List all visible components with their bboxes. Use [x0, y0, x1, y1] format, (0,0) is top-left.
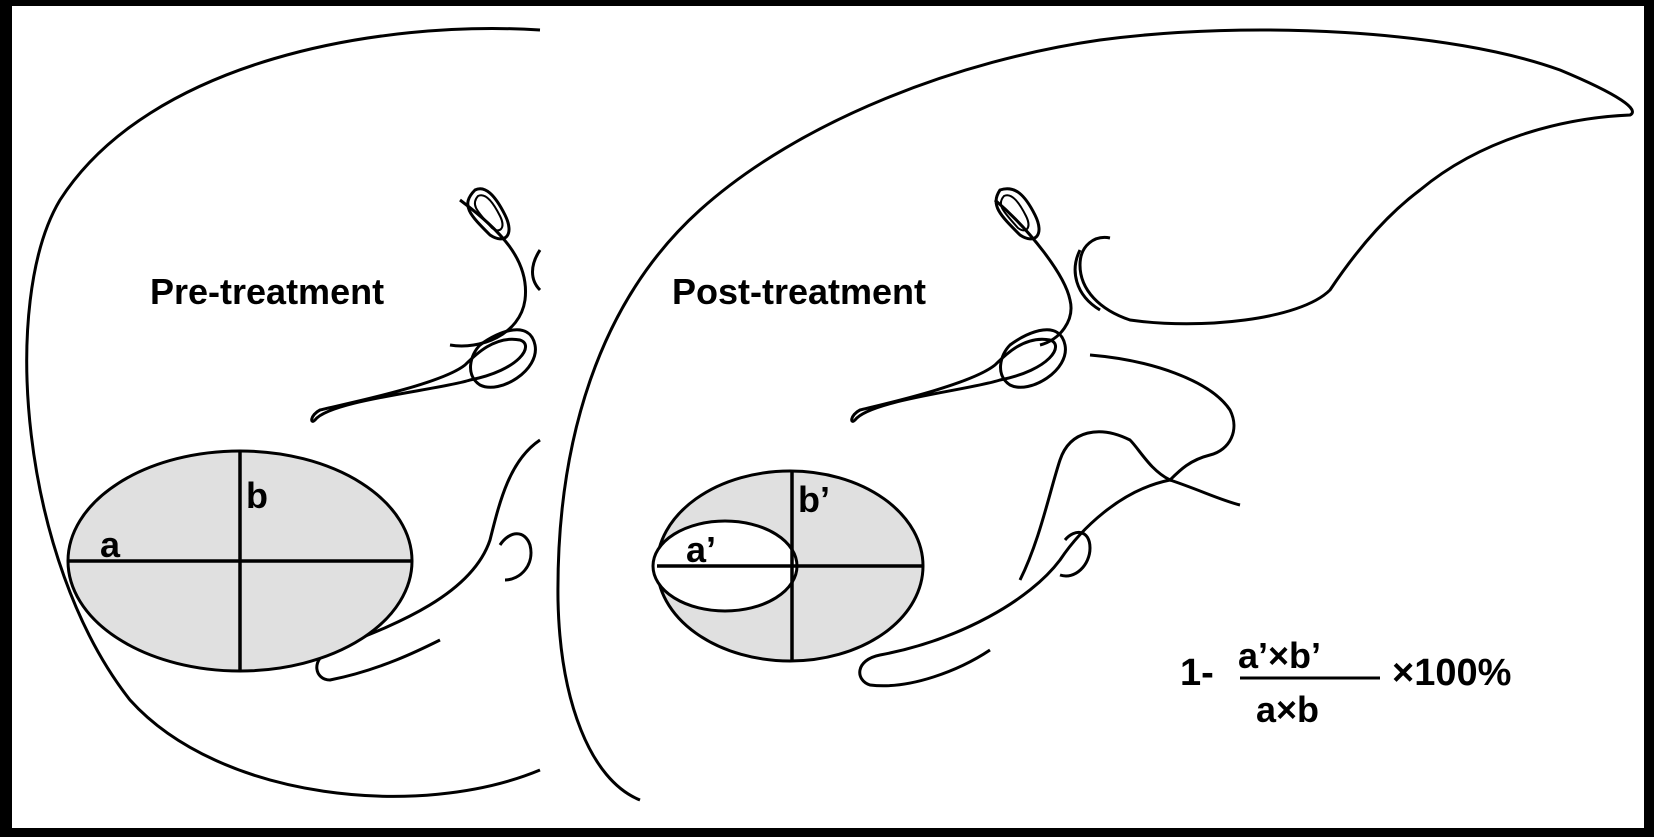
panel-title-pre: Pre-treatment: [150, 271, 384, 312]
tissue-edge-post: [1169, 478, 1241, 507]
reduction-formula: 1- a’×b’ a×b ×100%: [1180, 635, 1511, 730]
lateral-ventricle-post: [850, 337, 1057, 423]
formula-suffix: ×100%: [1392, 652, 1511, 694]
ventricle-small-inner-pre: [473, 194, 504, 232]
panel-post-background: [542, 6, 1644, 828]
brain-outline-pre: [25, 27, 541, 798]
panel-title-post: Post-treatment: [672, 271, 926, 312]
callosum-curve-post: [1073, 249, 1101, 312]
ventricle-small-inner-post: [999, 194, 1030, 232]
lateral-ventricle-pre: [310, 337, 527, 423]
midline-curve-pre: [531, 249, 542, 292]
lesion-pre: [66, 449, 414, 673]
brain-outline-post: [556, 28, 1634, 802]
brain-section-post: [556, 28, 1634, 802]
ventricle-oval-pre: [469, 328, 537, 389]
ventricle-small-post: [994, 187, 1041, 241]
axis-b-label-pre: b: [246, 475, 268, 516]
axis-a-label-pre: a: [100, 524, 121, 565]
brain-section-pre: [25, 27, 542, 798]
panel-pre-background: [12, 6, 542, 828]
hippocampus-small-post: [1059, 531, 1092, 578]
hippocampus-line-post: [858, 478, 1171, 688]
ventricle-small-pre: [466, 187, 511, 241]
lesion-post: [651, 469, 925, 663]
axis-b-label-post: b’: [798, 479, 830, 520]
formula-denominator: a×b: [1256, 689, 1319, 730]
ventricle-oval-post: [999, 328, 1067, 389]
formula-numerator: a’×b’: [1238, 635, 1321, 676]
hippocampus-small-pre: [498, 532, 533, 582]
formula-prefix: 1-: [1180, 652, 1214, 694]
axis-a-label-post: a’: [686, 529, 716, 570]
